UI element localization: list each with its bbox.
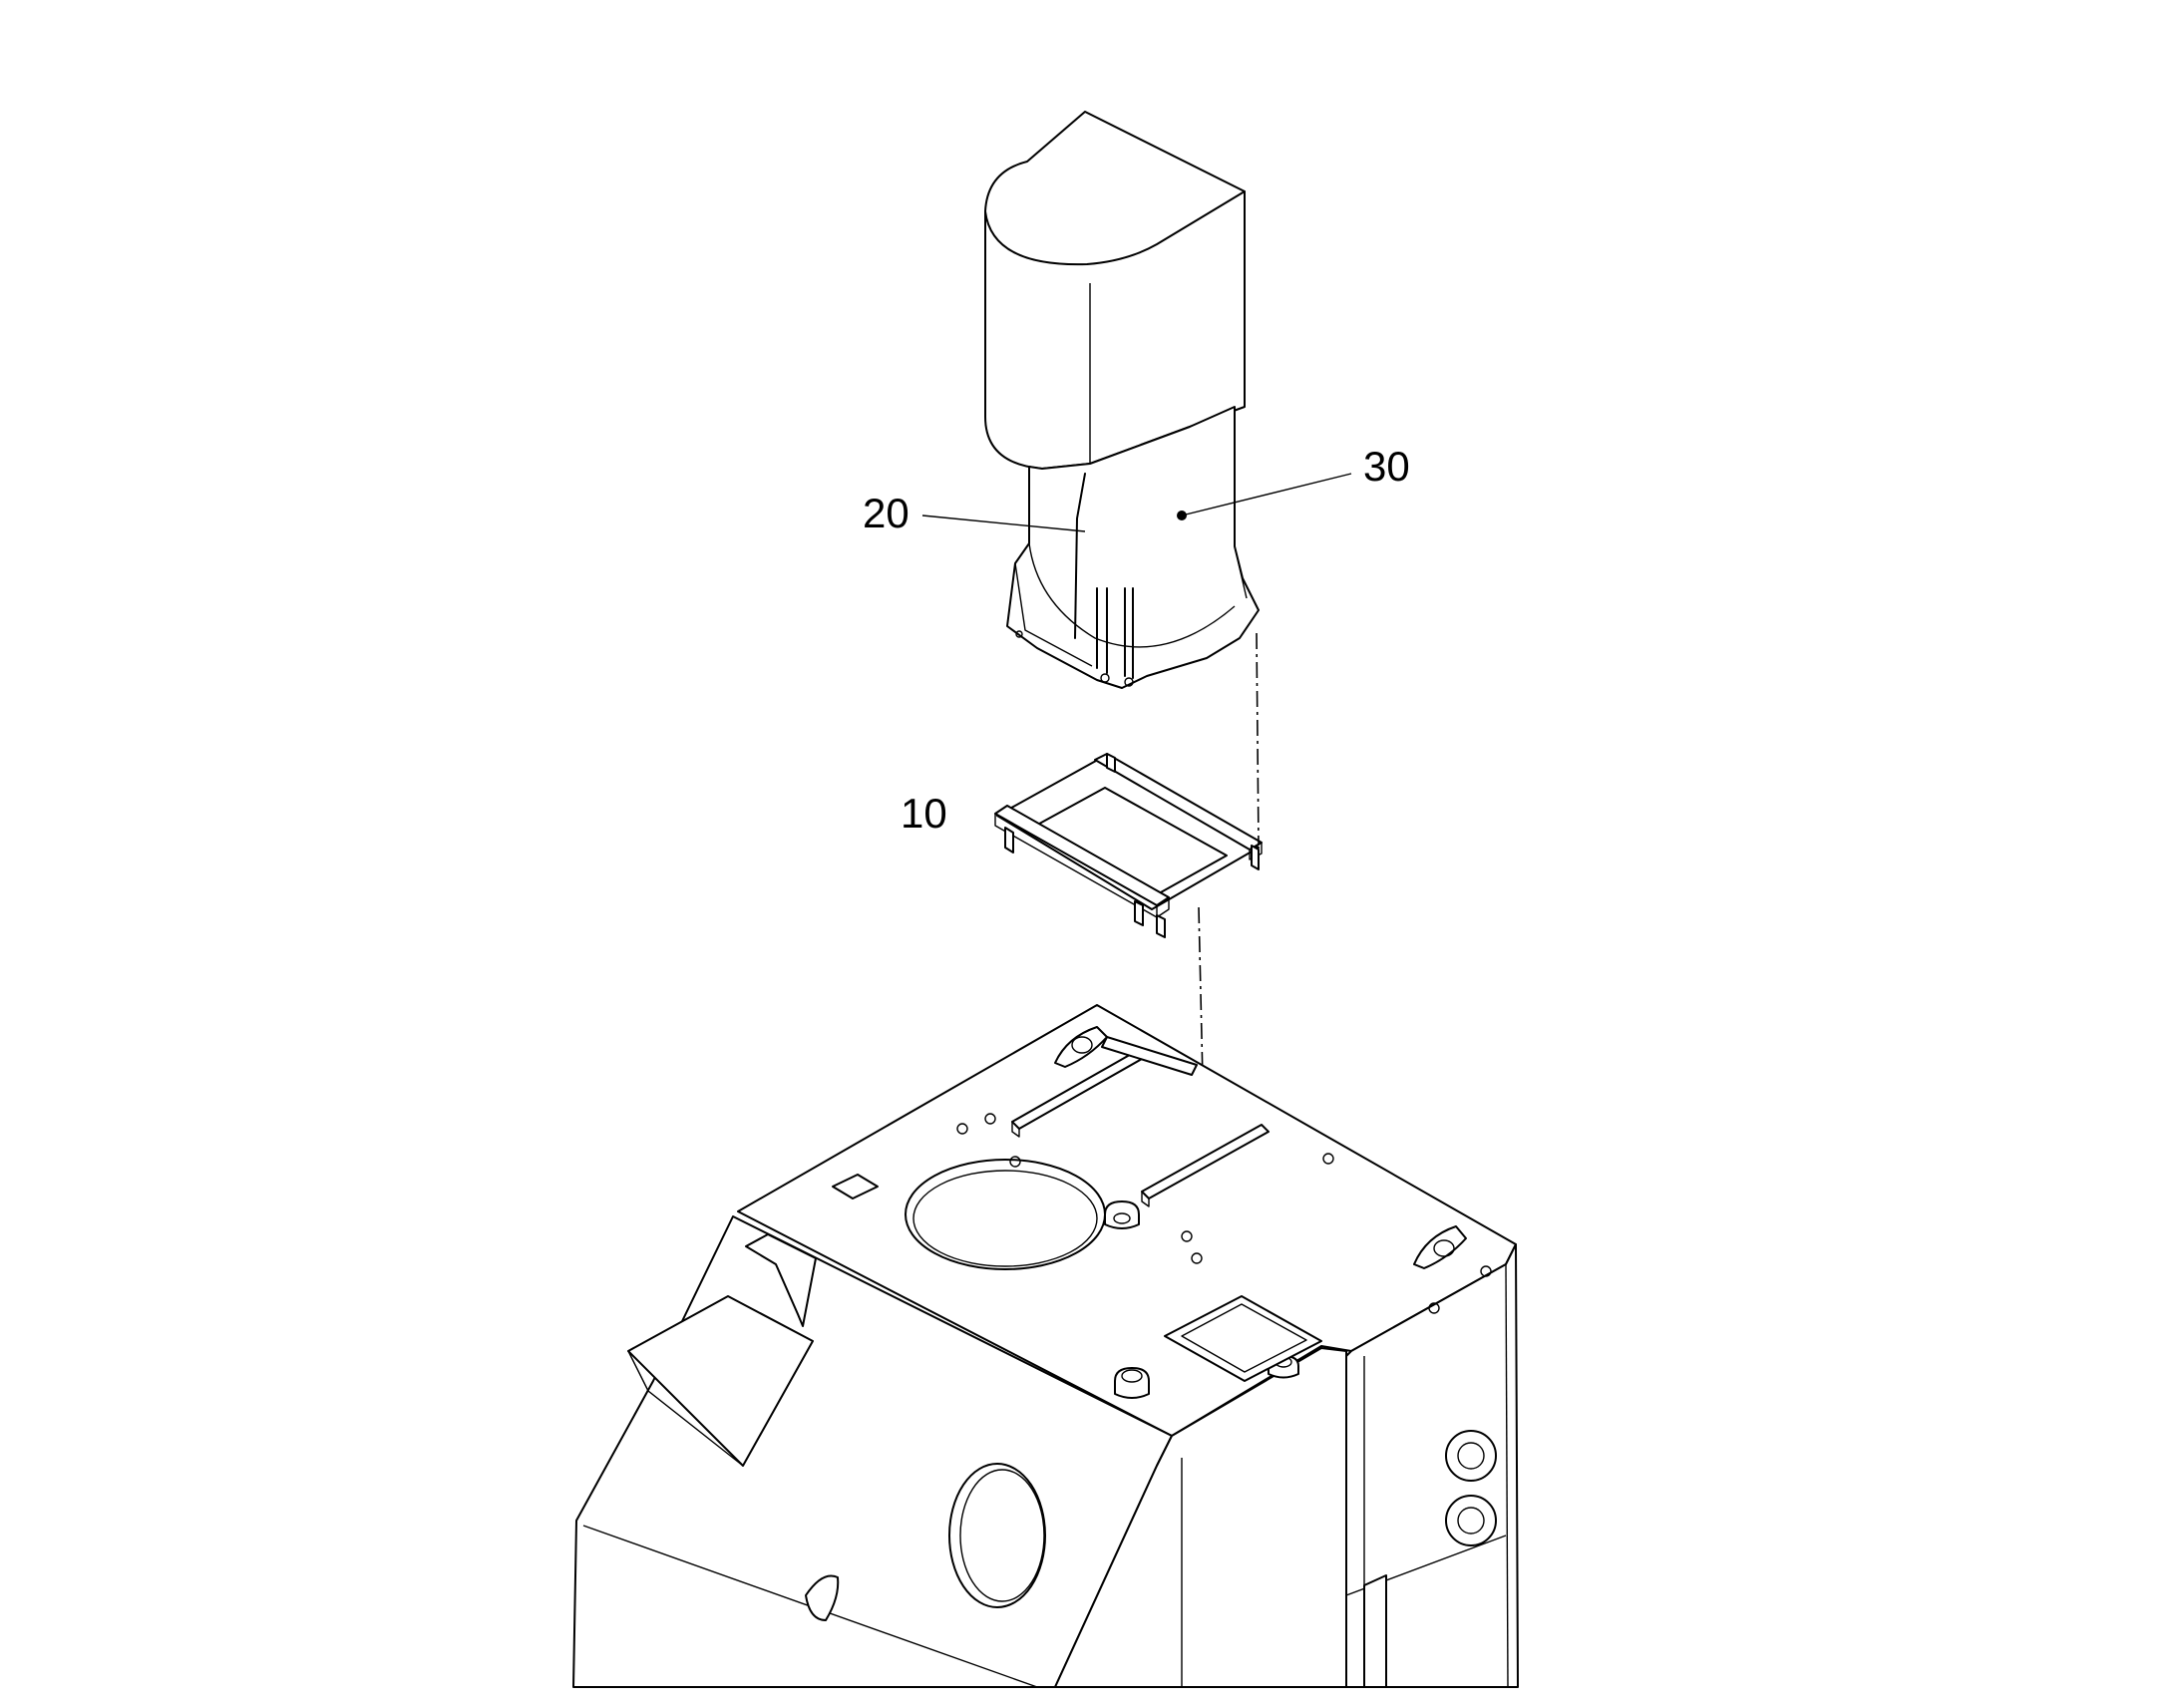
- part-20-stiffeners: [1074, 473, 1134, 679]
- callout-leaders: [921, 473, 1352, 532]
- leader-dot-30: [1177, 511, 1187, 520]
- callout-30: 30: [1363, 443, 1410, 490]
- callout-10: 10: [901, 790, 947, 837]
- part-30-housing: [984, 111, 1260, 689]
- base-machine-body: [572, 1004, 1519, 1688]
- callout-20: 20: [863, 490, 909, 536]
- part-10-frame: [994, 753, 1263, 938]
